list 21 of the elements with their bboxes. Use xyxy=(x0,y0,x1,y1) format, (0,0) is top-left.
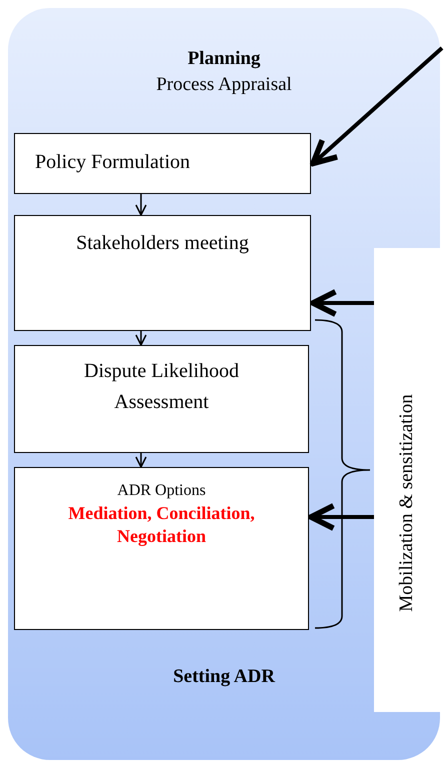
process-box xyxy=(14,467,309,630)
process-box xyxy=(14,133,311,194)
panel-footer: Setting ADR xyxy=(108,666,340,688)
box-label: Dispute Likelihood Assessment xyxy=(83,359,240,415)
panel-subheading: Process Appraisal xyxy=(155,74,293,96)
arrow xyxy=(310,289,374,317)
process-box xyxy=(14,345,309,453)
arrow xyxy=(310,46,444,166)
box-label: Policy Formulation xyxy=(35,150,191,175)
process-box xyxy=(14,215,311,331)
box-heading: ADR Options xyxy=(116,482,207,500)
planning-panel xyxy=(8,8,440,760)
arrow xyxy=(135,194,147,216)
arrow xyxy=(135,331,147,346)
side-box-label: Mobilization & sensitization xyxy=(396,394,418,612)
box-label: Stakeholders meeting xyxy=(75,231,250,256)
arrow xyxy=(308,503,374,531)
option-list: Mediation, Conciliation, Negotiation xyxy=(35,502,288,549)
arrow xyxy=(135,453,147,468)
side-box xyxy=(374,248,440,712)
panel-heading: Planning xyxy=(186,48,262,70)
